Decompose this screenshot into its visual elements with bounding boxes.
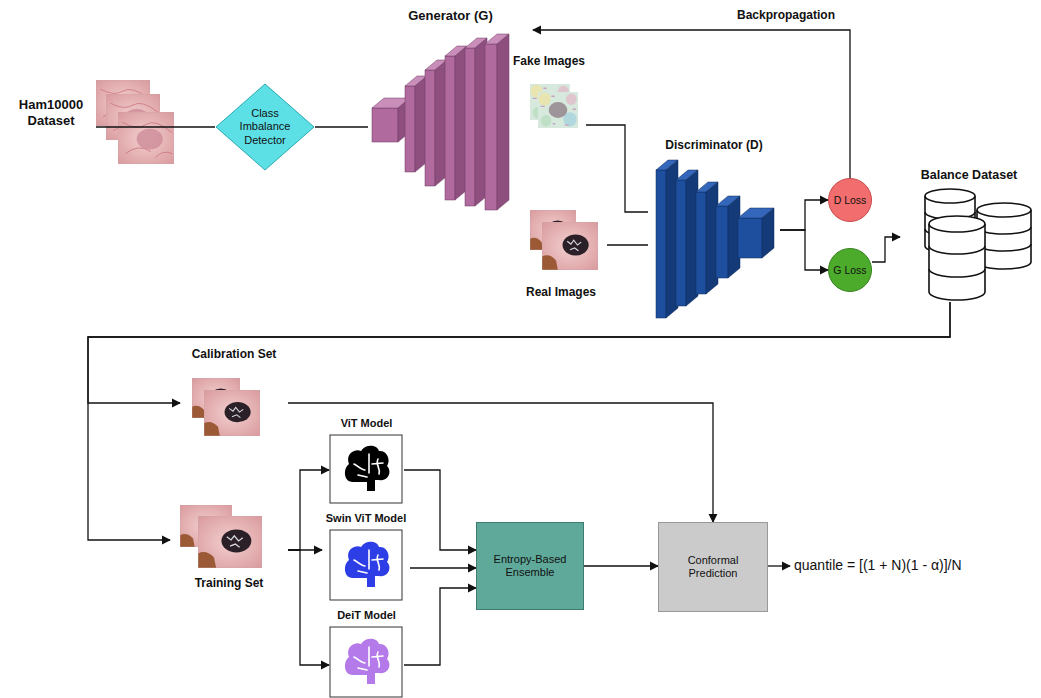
real-images (530, 210, 598, 270)
node-heading: Fake Images (512, 54, 586, 68)
edge-label: Backpropagation (735, 8, 837, 22)
fake-images (530, 84, 578, 128)
image-set: Calibration Set (180, 343, 288, 435)
loss-circle: D Loss (828, 178, 872, 222)
connector (410, 567, 476, 568)
model-icons (330, 435, 402, 697)
connector (404, 470, 476, 550)
node-heading: ViT Model (329, 417, 404, 430)
node-heading: Generator (G) (368, 8, 533, 24)
node-label: D Loss (828, 178, 872, 222)
formula-label: quantile = [(1 + N)(1 - α)]/N (794, 557, 962, 574)
node-label: Entropy-Based Ensemble (482, 522, 578, 610)
connector (584, 565, 658, 566)
dataset-images: Ham10000 Dataset (12, 75, 96, 170)
dataset-images (96, 80, 174, 164)
decision-diamond: Class Imbalance Detector (215, 83, 315, 171)
connector (780, 200, 828, 230)
training-images (180, 505, 262, 568)
connector (872, 237, 900, 262)
model-box: ViT Model (329, 415, 404, 505)
loss-circle: G Loss (828, 248, 872, 292)
model-box: DeiT Model (329, 607, 404, 698)
node-heading: Discriminator (D) (648, 138, 780, 152)
connector (780, 230, 828, 270)
process-box: Conformal Prediction (658, 522, 768, 612)
diamond-shape (216, 84, 314, 170)
discriminator-network (656, 160, 774, 318)
node-heading: Real Images (515, 285, 607, 299)
node-label: Conformal Prediction (662, 522, 764, 612)
fake-images: Fake Images (512, 50, 586, 132)
node-heading: Calibration Set (180, 347, 288, 361)
node-heading: Ham10000 Dataset (12, 97, 90, 128)
process-box: Entropy-Based Ensemble (476, 522, 584, 610)
database-icon: Balance Dataset (900, 166, 1038, 302)
generator-network: Generator (G) (368, 8, 533, 216)
node-heading: DeiT Model (329, 609, 404, 622)
node-label: Class Imbalance Detector (235, 83, 295, 171)
connector (404, 588, 476, 665)
node-label: G Loss (828, 248, 872, 292)
database-icon (925, 189, 1031, 300)
calibration-images (192, 378, 260, 436)
connector (607, 244, 648, 245)
connector (533, 30, 850, 178)
model-box: Swin ViT Model (322, 510, 410, 602)
connector (88, 302, 950, 540)
connector (88, 302, 950, 403)
node-heading: Swin ViT Model (322, 512, 410, 525)
generator-network (372, 34, 509, 210)
connector (586, 125, 648, 212)
real-images: Real Images (515, 205, 607, 305)
image-set: Training Set (170, 500, 288, 596)
connector (288, 550, 329, 665)
node-heading: Balance Dataset (900, 168, 1038, 183)
connector (288, 403, 713, 522)
connector (315, 126, 368, 127)
output-arrow (768, 565, 790, 566)
connector (96, 126, 215, 127)
connector (288, 470, 329, 550)
node-heading: Training Set (170, 576, 288, 590)
discriminator-network: Discriminator (D) (648, 136, 780, 322)
